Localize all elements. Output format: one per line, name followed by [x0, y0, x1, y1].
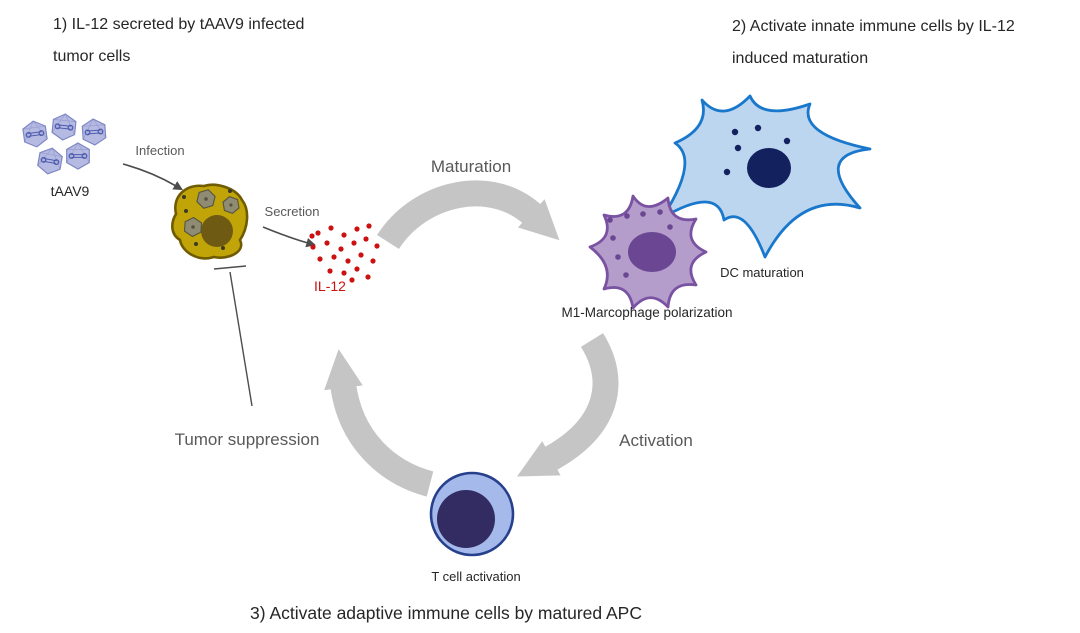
dot: [221, 246, 225, 250]
maturation-arrow: [377, 180, 560, 250]
dc-maturation-label: DC maturation: [720, 265, 804, 280]
tumor-suppression-label: Tumor suppression: [175, 430, 320, 449]
il12-label: IL-12: [314, 278, 346, 294]
il12-molecules: [309, 223, 380, 283]
tumor-cell-nucleus: [201, 215, 233, 247]
dot: [366, 223, 372, 229]
dot: [228, 189, 232, 193]
dot: [349, 277, 355, 283]
inhibition-tbar: [213, 265, 253, 407]
immune-cycle-arrows: [324, 180, 619, 497]
dot: [182, 195, 186, 199]
dot: [363, 236, 369, 242]
activation-arrow: [517, 333, 619, 477]
t-cell-activation-label: T cell activation: [431, 569, 520, 584]
dot: [640, 211, 646, 217]
dot: [734, 144, 742, 152]
dot: [341, 232, 347, 238]
dot: [354, 266, 360, 272]
dot: [315, 230, 321, 236]
step1-annotation-line2: tumor cells: [53, 48, 130, 65]
dot: [309, 233, 315, 239]
virion-core: [229, 203, 233, 207]
dot: [783, 137, 791, 145]
macrophage-granules: [607, 209, 673, 278]
dot: [310, 244, 316, 250]
virion-core: [204, 197, 208, 201]
dot: [341, 270, 347, 276]
secretion-label: Secretion: [265, 204, 320, 219]
dot: [338, 246, 344, 252]
infection-label: Infection: [135, 143, 184, 158]
dot: [615, 254, 621, 260]
dendritic-cell: [660, 94, 872, 259]
macrophage-label: M1-Marcophage polarization: [561, 305, 732, 320]
dot: [623, 272, 629, 278]
inhibition-line: [229, 271, 253, 407]
virus-particle: [21, 118, 49, 150]
dot: [358, 252, 364, 258]
virus-particle-cluster: [21, 112, 107, 177]
dot: [610, 235, 616, 241]
dendritic-cell-nucleus: [747, 148, 791, 188]
dot: [184, 209, 188, 213]
virus-particle: [50, 112, 78, 142]
dot: [354, 226, 360, 232]
step2-annotation-line2: induced maturation: [732, 50, 868, 67]
activation-label: Activation: [619, 431, 693, 450]
macrophage-cell: [588, 194, 708, 310]
dot: [351, 240, 357, 246]
suppression-arrow: [324, 349, 434, 497]
inhibition-cap: [213, 265, 247, 270]
dot: [331, 254, 337, 260]
virus-label: tAAV9: [51, 183, 90, 199]
dot: [345, 258, 351, 264]
virus-particle: [35, 145, 65, 177]
infection-arrow: [122, 163, 184, 191]
dot: [731, 128, 739, 136]
internalized-virions: [183, 189, 240, 238]
dendritic-cell-granules: [723, 124, 791, 176]
step1-annotation-line1: 1) IL-12 secreted by tAAV9 infected: [53, 16, 304, 33]
maturation-label: Maturation: [431, 157, 511, 176]
step2-annotation-line1: 2) Activate innate immune cells by IL-12: [732, 18, 1015, 35]
dot: [374, 243, 380, 249]
virus-particle: [81, 117, 107, 147]
dot: [370, 258, 376, 264]
dot: [624, 213, 630, 219]
dot: [607, 217, 613, 223]
dot: [723, 168, 731, 176]
step3-annotation: 3) Activate adaptive immune cells by mat…: [250, 603, 642, 623]
dot: [317, 256, 323, 262]
t-cell-nucleus: [437, 490, 495, 548]
dot: [327, 268, 333, 274]
t-cell: [429, 471, 515, 557]
tumor-cell: [171, 183, 249, 260]
virion-core: [191, 225, 195, 229]
dot: [324, 240, 330, 246]
dot: [667, 224, 673, 230]
macrophage-nucleus: [628, 232, 676, 272]
secretion-arrow: [262, 226, 316, 248]
dot: [328, 225, 334, 231]
dot: [754, 124, 762, 132]
dot: [365, 274, 371, 280]
dot: [194, 242, 198, 246]
dot: [657, 209, 663, 215]
virus-particle: [66, 142, 90, 170]
tumor-cell-granules: [182, 189, 232, 250]
